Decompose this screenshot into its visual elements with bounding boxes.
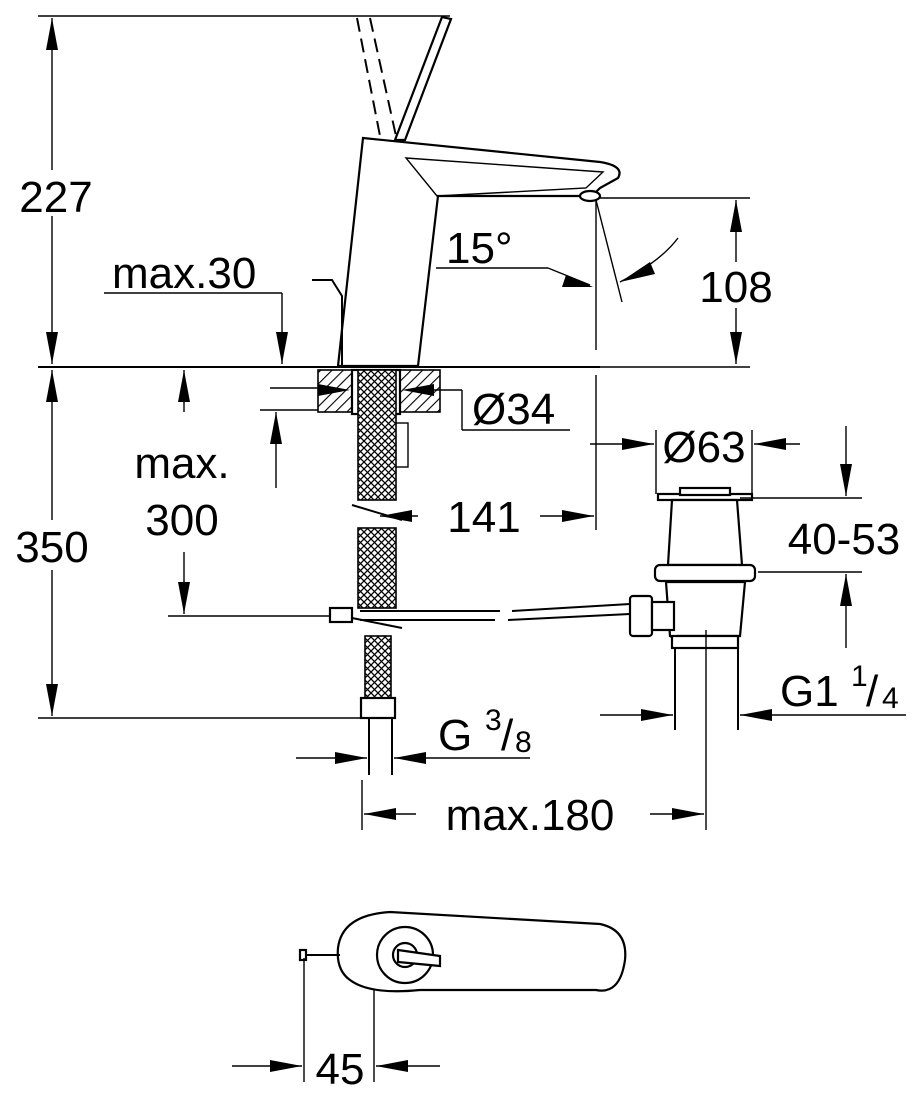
top-view-rod-knob bbox=[298, 948, 308, 962]
popup-rod bbox=[312, 279, 343, 366]
arrow-4053-bottom bbox=[840, 574, 852, 606]
dim-141: 141 bbox=[380, 375, 597, 542]
dim-g114: G1 1 / 4 bbox=[600, 660, 906, 721]
dim-g38: G 3 / 8 bbox=[296, 704, 532, 764]
arrow-g114-left bbox=[641, 709, 673, 721]
mounting-section bbox=[317, 368, 441, 775]
angle-arc bbox=[619, 237, 679, 283]
label-g114-slash: / bbox=[866, 667, 879, 716]
label-141: 141 bbox=[447, 493, 520, 542]
label-max180: max.180 bbox=[446, 791, 615, 840]
angle-ray bbox=[595, 199, 623, 303]
supply-hose-lower bbox=[364, 635, 392, 701]
label-g38-main: G bbox=[438, 711, 472, 760]
label-g114-main: G1 bbox=[780, 667, 839, 716]
label-15deg: 15° bbox=[446, 224, 513, 273]
dim-227: 227 bbox=[0, 15, 450, 364]
dim-max300: max. 300 bbox=[134, 370, 330, 617]
arrow-141-right bbox=[562, 510, 594, 522]
drain-plug-top bbox=[678, 486, 732, 497]
arrow-141-left bbox=[380, 510, 412, 522]
label-d63: Ø63 bbox=[662, 423, 745, 472]
arrow-180-left bbox=[364, 808, 396, 820]
dim-d34: Ø34 bbox=[260, 384, 570, 434]
top-view-lever bbox=[396, 948, 442, 968]
dim-108: 108 bbox=[595, 197, 782, 368]
arrow-300-mid bbox=[270, 412, 282, 444]
label-d34: Ø34 bbox=[472, 385, 555, 434]
arrow-350-top bbox=[46, 370, 58, 402]
faucet-side-view bbox=[312, 15, 621, 368]
linkage-nut bbox=[628, 594, 654, 638]
label-max30: max.30 bbox=[112, 249, 256, 298]
label-300: 300 bbox=[145, 496, 218, 545]
arrow-angle-right bbox=[620, 262, 655, 282]
label-227: 227 bbox=[19, 173, 92, 222]
label-g38-num: 3 bbox=[485, 704, 502, 737]
arrow-d63-left bbox=[622, 438, 654, 450]
arrow-227-top bbox=[46, 18, 58, 50]
arrow-angle-left bbox=[562, 275, 593, 287]
label-4053: 40-53 bbox=[788, 515, 901, 564]
arrow-350-bottom bbox=[46, 684, 58, 716]
aerator bbox=[578, 189, 602, 203]
arrow-180-right bbox=[672, 808, 704, 820]
supply-hose-middle bbox=[357, 527, 397, 609]
lever-handle bbox=[393, 15, 453, 142]
drain-body bbox=[666, 498, 744, 567]
arrow-g38-right bbox=[394, 752, 426, 764]
spout-edge bbox=[404, 157, 605, 197]
arrow-300-top bbox=[178, 370, 190, 402]
dim-4053: 40-53 bbox=[740, 426, 900, 648]
arrow-g38-left bbox=[335, 752, 367, 764]
supply-hose-upper bbox=[357, 369, 397, 501]
arrow-300-bottom bbox=[178, 582, 190, 614]
dim-max180: max.180 bbox=[361, 780, 704, 840]
arrow-d34-right bbox=[402, 384, 434, 396]
label-108: 108 bbox=[699, 263, 772, 312]
label-45: 45 bbox=[316, 1045, 365, 1094]
linkage-coupling bbox=[650, 600, 676, 632]
dim-d63: Ø63 bbox=[590, 423, 800, 494]
arrow-108-bottom bbox=[730, 332, 742, 364]
arrow-227-bottom bbox=[46, 332, 58, 364]
label-max: max. bbox=[134, 439, 229, 488]
arrow-d34-left bbox=[318, 384, 350, 396]
waste-assembly bbox=[628, 486, 757, 830]
rod-clip bbox=[328, 606, 354, 624]
drain-flange bbox=[653, 563, 757, 583]
arrow-g114-right bbox=[740, 709, 772, 721]
arrow-max30 bbox=[276, 332, 288, 364]
arrow-45-left bbox=[270, 1060, 302, 1072]
faucet-top-view: 45 bbox=[232, 910, 627, 1094]
label-g38-den: 8 bbox=[515, 726, 532, 759]
arrow-108-top bbox=[730, 200, 742, 232]
arrow-d63-right bbox=[754, 438, 786, 450]
dim-350: 350 bbox=[2, 370, 362, 719]
hose-nut bbox=[359, 696, 397, 720]
dim-max30: max.30 bbox=[104, 249, 288, 364]
arrow-45-right bbox=[376, 1060, 408, 1072]
label-g114-num: 1 bbox=[851, 660, 868, 693]
label-g114-den: 4 bbox=[882, 682, 899, 715]
drain-nut bbox=[670, 634, 740, 650]
linkage-rod bbox=[328, 603, 631, 624]
arrow-4053-top bbox=[840, 464, 852, 496]
dim-angle: 15° bbox=[436, 199, 679, 303]
rod-line-top-b bbox=[511, 603, 631, 612]
rod-line-bottom-b bbox=[507, 613, 631, 621]
lever-open-outline bbox=[356, 17, 397, 137]
label-350: 350 bbox=[15, 523, 88, 572]
label-g38-slash: / bbox=[501, 711, 514, 760]
